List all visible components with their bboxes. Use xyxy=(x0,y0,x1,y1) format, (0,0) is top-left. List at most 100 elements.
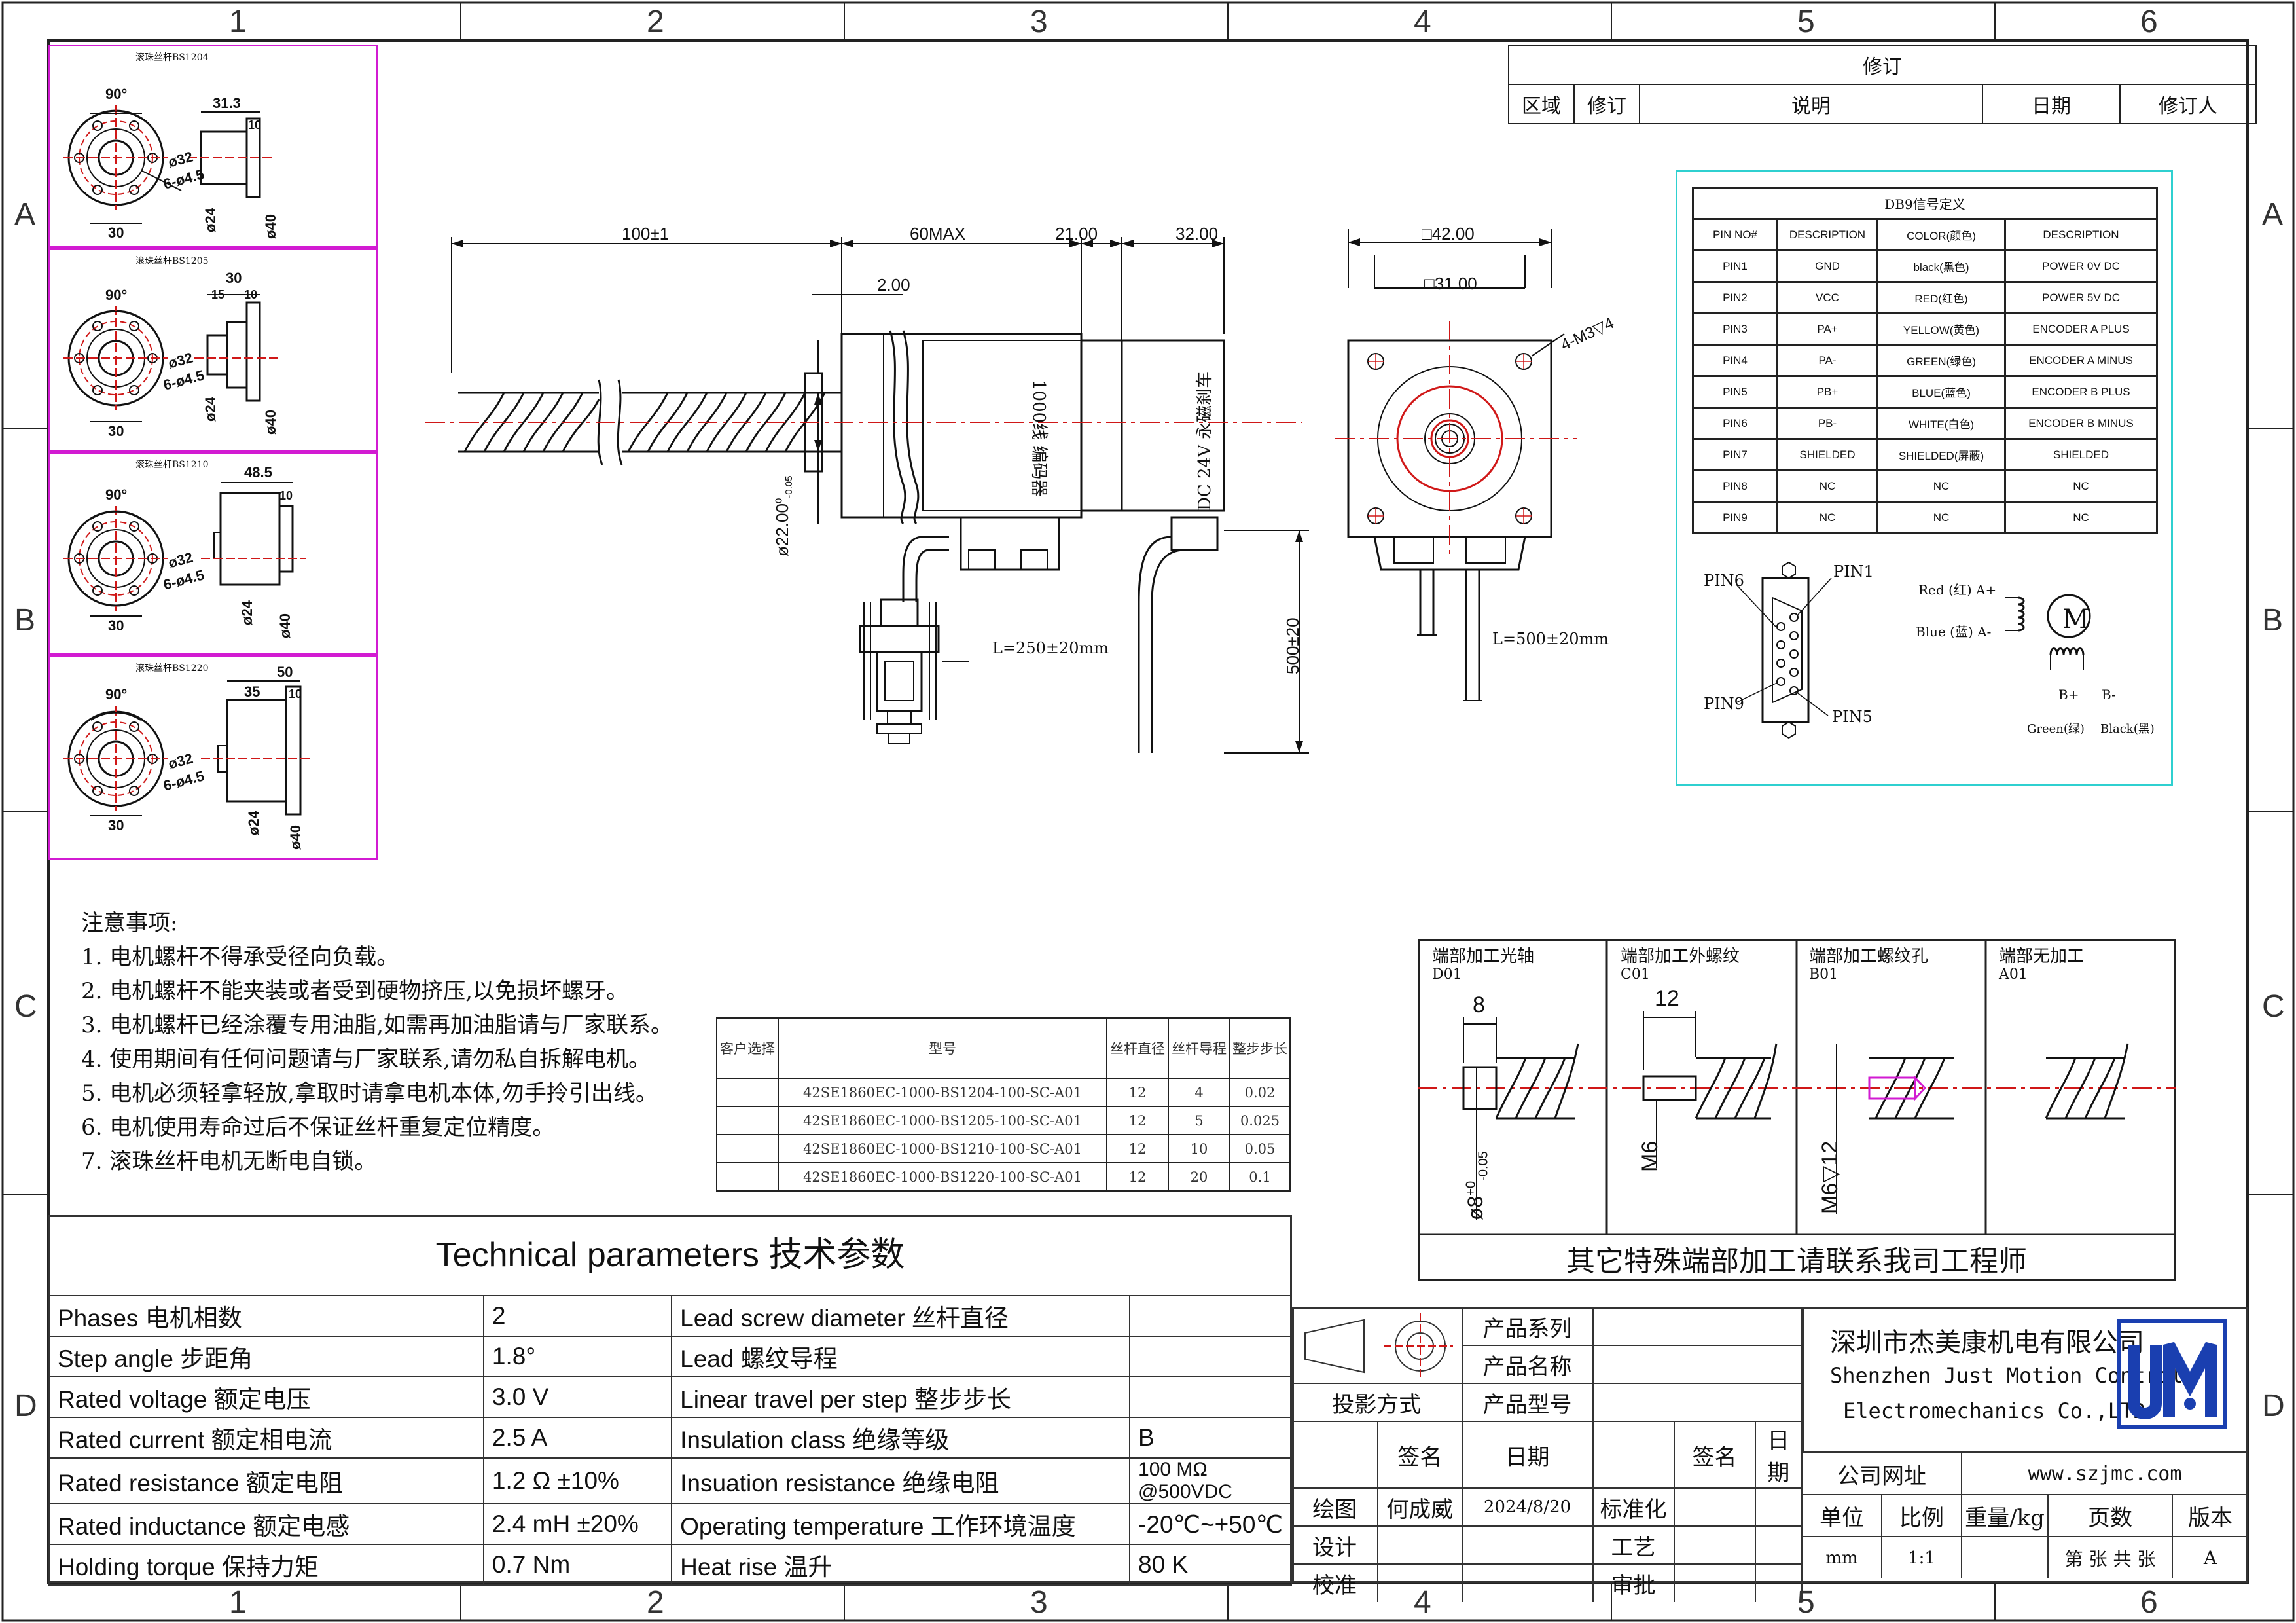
grid-row-a-right: A xyxy=(2262,197,2284,232)
model-select-cell[interactable] xyxy=(716,1078,779,1107)
db9-panel: DB9信号定义 PIN NO# DESCRIPTION COLOR(颜色) DE… xyxy=(1676,170,2173,786)
ballscrew-label: 滚珠丝杆BS1220 xyxy=(135,663,209,674)
grid-col-2: 2 xyxy=(647,5,664,39)
coil-green-label: Green(绿) xyxy=(2027,722,2085,736)
revision-title: 修订 xyxy=(1508,45,2257,85)
tb-model-label: 产品型号 xyxy=(1461,1383,1594,1422)
tb-scale-label: 比例 xyxy=(1881,1494,1962,1537)
model-header-model: 型号 xyxy=(778,1017,1107,1079)
db9-header-color: COLOR(颜色) xyxy=(1876,218,2006,251)
grid-col-6-bottom: 6 xyxy=(2140,1585,2158,1620)
end-a01-code: A01 xyxy=(1999,966,2028,983)
tb-draw-label: 绘图 xyxy=(1292,1487,1378,1527)
db9-header-pin: PIN NO# xyxy=(1692,218,1778,251)
ballscrew-width: 30 xyxy=(108,225,124,241)
model-select-cell[interactable] xyxy=(716,1134,779,1163)
tb-date-header: 日期 xyxy=(1461,1421,1594,1489)
notes-title: 注意事项: xyxy=(81,910,178,936)
coil-blue-label: Blue (蓝) A- xyxy=(1916,624,1992,640)
ballscrew-length: 50 xyxy=(277,664,293,680)
end-c01-thread: M6 xyxy=(1638,1140,1662,1172)
ballscrew-label: 滚珠丝杆BS1204 xyxy=(135,52,209,63)
ballscrew-width: 30 xyxy=(108,617,124,634)
ballscrew-angle: 90° xyxy=(105,86,128,102)
ballscrew-width: 30 xyxy=(108,423,124,439)
model-select-cell[interactable] xyxy=(716,1162,779,1192)
ballscrew-d2: ø24 xyxy=(245,811,262,835)
tb-series-label: 产品系列 xyxy=(1461,1307,1594,1346)
grid-row-d-right: D xyxy=(2262,1389,2285,1423)
ballscrew-flange: 10 xyxy=(279,489,293,502)
ballscrew-label: 滚珠丝杆BS1210 xyxy=(135,460,209,470)
model-header-lead: 丝杆导程 xyxy=(1168,1017,1230,1079)
db9-header-desc2: DESCRIPTION xyxy=(2004,218,2158,251)
db9-pin5-label: PIN5 xyxy=(1832,708,1873,726)
dim-shaft-diameter: ø22.000-0.05 xyxy=(772,475,795,557)
notes-section: 注意事项: 1. 电机螺杆不得承受径向负载。 2. 电机螺杆不能夹装或者受到硬物… xyxy=(81,906,736,1178)
ballscrew-d2: ø24 xyxy=(202,208,219,232)
note-item: 1. 电机螺杆不得承受径向负载。 xyxy=(81,944,399,970)
grid-row-c: C xyxy=(14,989,37,1024)
company-name-en1: Shenzhen Just Motion Control xyxy=(1830,1363,2183,1388)
ballscrew-d3: ø40 xyxy=(287,825,304,850)
ballscrew-label: 滚珠丝杆BS1205 xyxy=(135,256,209,266)
encoder-label: 1000线 编码器 xyxy=(1029,380,1049,497)
grid-col-3: 3 xyxy=(1030,5,1048,39)
db9-header-desc: DESCRIPTION xyxy=(1776,218,1878,251)
grid-col-5: 5 xyxy=(1797,5,1815,39)
grid-row-d: D xyxy=(14,1389,37,1423)
tb-draw-date: 2024/8/20 xyxy=(1461,1487,1594,1527)
ballscrew-flange: 10 xyxy=(248,119,262,132)
ballscrew-angle: 90° xyxy=(105,287,128,303)
grid-col-1: 1 xyxy=(229,5,247,39)
model-select-cell[interactable] xyxy=(716,1106,779,1135)
end-b01-title: 端部加工螺纹孔 xyxy=(1809,947,1929,966)
model-header-select: 客户选择 xyxy=(716,1017,779,1079)
ballscrew-flange: 35 xyxy=(244,684,260,700)
ballscrew-panel-bs1220: 滚珠丝杆BS1220 90° ø32 6-ø4.5 30 50 35 10 ø2… xyxy=(48,655,378,860)
end-d01-length: 8 xyxy=(1473,993,1485,1017)
ballscrew-d3: ø40 xyxy=(262,214,279,239)
note-item: 2. 电机螺杆不能夹装或者受到硬物挤压,以免损坏螺牙。 xyxy=(81,978,629,1004)
end-a01-title: 端部无加工 xyxy=(1999,947,2085,966)
tb-site[interactable]: www.szjmc.com xyxy=(1961,1452,2248,1495)
tb-date-header2: 日期 xyxy=(1754,1421,1803,1489)
end-d01-code: D01 xyxy=(1432,966,1462,983)
grid-col-6: 6 xyxy=(2140,5,2158,39)
revision-table: 修订 区域 修订 说明 日期 修订人 xyxy=(1508,45,2257,124)
coil-red-label: Red (红) A+ xyxy=(1918,582,1997,598)
tb-pages: 第 张 共 张 xyxy=(2047,1536,2173,1578)
tb-pages-label: 页数 xyxy=(2047,1494,2173,1537)
revision-header-author: 修订人 xyxy=(2119,84,2257,124)
end-processing-grid: 端部加工光轴 D01 8 ø8+0-0.05 端部加工外螺纹 C01 12 M6… xyxy=(1418,939,2176,1235)
motor-symbol: M xyxy=(2062,604,2089,634)
tb-version: A xyxy=(2172,1536,2248,1578)
model-selection-table: 客户选择 型号 丝杆直径 丝杆导程 整步步长 42SE1860EC-1000-B… xyxy=(716,1017,1291,1192)
db9-title: DB9信号定义 xyxy=(1692,187,2158,220)
ballscrew-d3: ø40 xyxy=(262,410,279,435)
company-name-en2: Electromechanics Co.,LTD xyxy=(1843,1398,2146,1423)
end-b01-thread: M6▽12 xyxy=(1818,1140,1842,1214)
tb-unit-label: 单位 xyxy=(1803,1494,1882,1537)
motor-front-view xyxy=(1335,229,1577,701)
tb-sign-header: 签名 xyxy=(1377,1421,1463,1489)
ballscrew-panel-bs1210: 滚珠丝杆BS1210 90° ø32 6-ø4.5 30 48.5 10 ø24… xyxy=(48,452,378,655)
tb-site-label: 公司网址 xyxy=(1803,1452,1962,1495)
end-c01-length: 12 xyxy=(1655,986,1679,1011)
db9-pin9-label: PIN9 xyxy=(1704,695,1744,713)
